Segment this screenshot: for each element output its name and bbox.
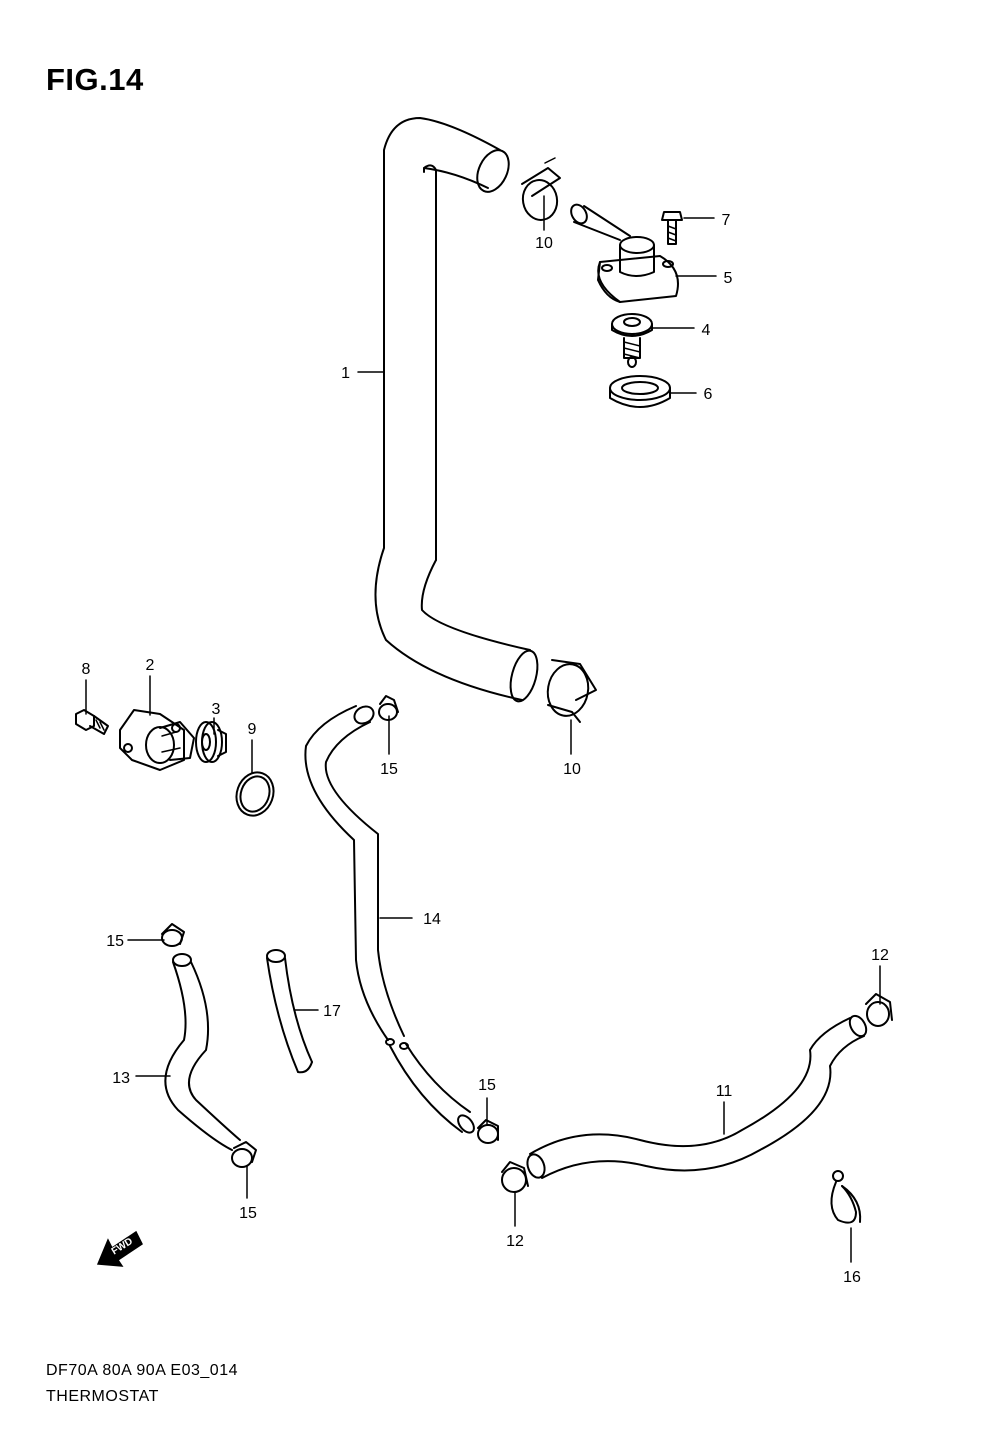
callout-17: 17 bbox=[323, 1003, 341, 1020]
callout-3: 3 bbox=[212, 701, 221, 718]
leader-lines bbox=[85, 195, 881, 1263]
clip-part-16 bbox=[830, 1170, 862, 1224]
hose-part-17 bbox=[266, 949, 313, 1074]
clamp-part-15-c bbox=[231, 1141, 257, 1168]
callout-8: 8 bbox=[82, 661, 91, 678]
clamp-part-15-d bbox=[477, 1119, 499, 1144]
callout-14: 14 bbox=[423, 911, 441, 928]
hose-part-14 bbox=[304, 705, 475, 1134]
callout-1: 1 bbox=[341, 365, 350, 382]
callout-13: 13 bbox=[112, 1070, 130, 1087]
callout-5: 5 bbox=[724, 270, 733, 287]
callout-labels: 1 2 3 4 5 6 7 8 9 10 10 11 12 12 13 14 1… bbox=[82, 212, 889, 1286]
clamp-part-15-a bbox=[378, 695, 399, 721]
bolt-part-8 bbox=[75, 709, 109, 735]
thermostat-part-4 bbox=[611, 313, 653, 368]
callout-12-left: 12 bbox=[506, 1233, 524, 1250]
callout-10-upper: 10 bbox=[535, 235, 553, 252]
callout-12-right: 12 bbox=[871, 947, 889, 964]
callout-7: 7 bbox=[722, 212, 731, 229]
callout-11: 11 bbox=[716, 1083, 733, 1100]
bolt-part-7 bbox=[661, 211, 683, 245]
thermostat-case-part-2 bbox=[119, 709, 195, 771]
callout-15-bottom: 15 bbox=[239, 1205, 257, 1222]
thermostat-part-3 bbox=[195, 721, 227, 763]
callout-15-middle: 15 bbox=[478, 1077, 496, 1094]
callout-6: 6 bbox=[704, 386, 713, 403]
callout-9: 9 bbox=[248, 721, 257, 738]
thermostat-cover-part-5 bbox=[570, 203, 679, 303]
clamp-part-12-a bbox=[865, 993, 893, 1027]
callout-16: 16 bbox=[843, 1269, 861, 1286]
model-code: DF70A 80A 90A E03_014 bbox=[46, 1362, 238, 1379]
forward-direction-arrow-icon: FWD bbox=[96, 1230, 143, 1267]
callout-15-top: 15 bbox=[380, 761, 398, 778]
callout-15-left: 15 bbox=[106, 933, 124, 950]
callout-2: 2 bbox=[146, 657, 155, 674]
diagram-name: THERMOSTAT bbox=[46, 1388, 159, 1405]
hose-clamp-part-10-lower bbox=[546, 659, 597, 723]
hose-clamp-part-10-upper bbox=[521, 157, 561, 221]
o-ring-part-9 bbox=[235, 771, 275, 817]
hose-part-1 bbox=[374, 117, 539, 703]
callout-4: 4 bbox=[702, 322, 711, 339]
clamp-part-15-b bbox=[161, 923, 185, 947]
clamp-part-12-b bbox=[501, 1161, 529, 1193]
hose-part-11 bbox=[526, 1014, 868, 1179]
hose-part-13 bbox=[164, 953, 241, 1151]
figure-title: FIG.14 bbox=[46, 62, 144, 97]
seal-part-6 bbox=[609, 375, 671, 408]
callout-10-lower: 10 bbox=[563, 761, 581, 778]
